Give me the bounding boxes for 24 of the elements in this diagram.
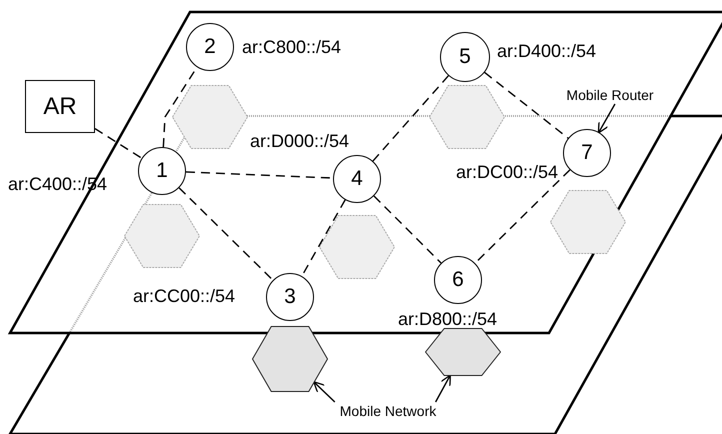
link-line: [373, 195, 442, 264]
network-hexagon: [124, 204, 200, 268]
network-hexagon: [550, 190, 626, 254]
arrow: [434, 374, 451, 402]
network-hexagon: [425, 328, 501, 376]
callout-label: Mobile Router: [548, 86, 672, 104]
network-hexagon: [172, 85, 248, 149]
address-label: ar:CC00::/54: [133, 286, 236, 307]
link-line: [178, 187, 274, 281]
network-hexagon: [319, 215, 395, 279]
address-label: ar:C800::/54: [242, 37, 342, 58]
callout-label: Mobile Network: [318, 402, 458, 420]
arrow: [598, 104, 616, 134]
address-label: ar:D800::/54: [398, 309, 498, 330]
arrow: [313, 381, 336, 402]
link-line: [94, 128, 142, 159]
link-line: [484, 72, 569, 139]
address-label: ar:DC00::/54: [456, 162, 558, 183]
router-box: AR: [25, 80, 95, 133]
address-label: ar:D400::/54: [497, 41, 596, 62]
address-label: ar:D000::/54: [250, 131, 350, 152]
network-hexagon: [429, 85, 505, 149]
network-hexagon: [252, 326, 328, 392]
link-line: [372, 75, 449, 162]
